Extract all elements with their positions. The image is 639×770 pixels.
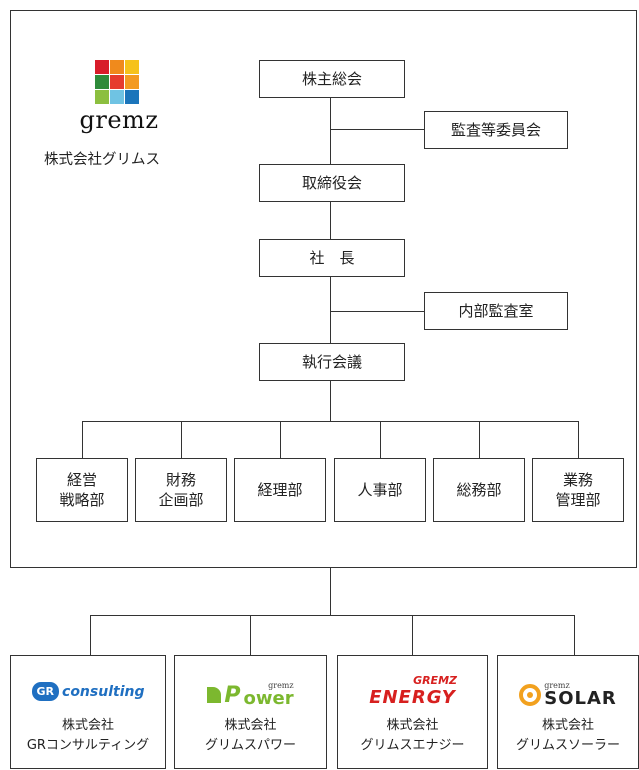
dept-drop-line [479,421,480,458]
sub-drop-line [574,615,575,655]
dept-drop-line [578,421,579,458]
department-trunk-line [330,393,331,421]
power-leaf-icon [207,687,222,703]
subsidiary-trunk-line [330,568,331,615]
subsidiary-card-consulting: GR consulting 株式会社 GRコンサルティング [10,655,166,769]
gr-badge-icon: GR [31,682,60,701]
company-name: 株式会社グリムス [44,152,160,168]
group-frame [10,10,637,568]
gremz-solar-logo: gremz SOLAR [498,682,638,708]
dept-drop-line [280,421,281,458]
subsidiary-name: 株式会社 グリムスエナジー [360,718,465,753]
subsidiary-name: 株式会社 グリムスパワー [204,718,296,753]
subsidiary-name: 株式会社 GRコンサルティング [26,718,150,753]
dept-drop-line [380,421,381,458]
solar-swirl-icon [519,684,542,706]
gremz-logo-text: gremz [79,106,159,134]
internal-audit-box: 内部監査室 [424,292,568,330]
department-box: 経営 戦略部 [36,458,128,522]
power-word-group: gremz ower [244,682,294,708]
sub-drop-line [250,615,251,655]
subsidiary-card-energy: GREMZ ENERGY 株式会社 グリムスエナジー [337,655,488,769]
shareholders-meeting-box: 株主総会 [259,60,405,98]
consulting-logo-word: consulting [62,683,145,700]
department-box: 人事部 [334,458,426,522]
dept-drop-line [82,421,83,458]
gr-consulting-logo: GR consulting [11,682,165,701]
department-box: 財務 企画部 [135,458,227,522]
power-logo-word: ower [243,688,294,709]
gremz-logo-mark [95,60,139,104]
department-box: 総務部 [433,458,525,522]
audit-committee-connector [330,129,424,130]
department-box: 業務 管理部 [532,458,624,522]
solar-small-brand: gremz [544,681,570,690]
power-small-brand: gremz [268,681,294,690]
subsidiary-name: 株式会社 グリムスソーラー [515,718,620,753]
subsidiary-card-solar: gremz SOLAR 株式会社 グリムスソーラー [497,655,639,769]
sub-drop-line [90,615,91,655]
energy-top-word: GREMZ [413,674,457,687]
internal-audit-connector [330,311,424,312]
audit-committee-box: 監査等委員会 [424,111,568,149]
solar-logo-word: SOLAR [544,688,617,709]
executive-meeting-box: 執行会議 [259,343,405,381]
solar-word-group: gremz SOLAR [544,682,617,708]
board-of-directors-box: 取締役会 [259,164,405,202]
energy-logo-word: ENERGY [369,687,456,708]
dept-drop-line [181,421,182,458]
department-bus-line [82,421,578,422]
subsidiary-bus-line [90,615,574,616]
president-box: 社 長 [259,239,405,277]
gremz-energy-logo: GREMZ ENERGY [338,674,487,708]
department-box: 経理部 [234,458,326,522]
sub-drop-line [412,615,413,655]
power-p-letter: P [224,682,241,708]
subsidiary-card-power: P gremz ower 株式会社 グリムスパワー [174,655,327,769]
gremz-power-logo: P gremz ower [175,682,326,708]
